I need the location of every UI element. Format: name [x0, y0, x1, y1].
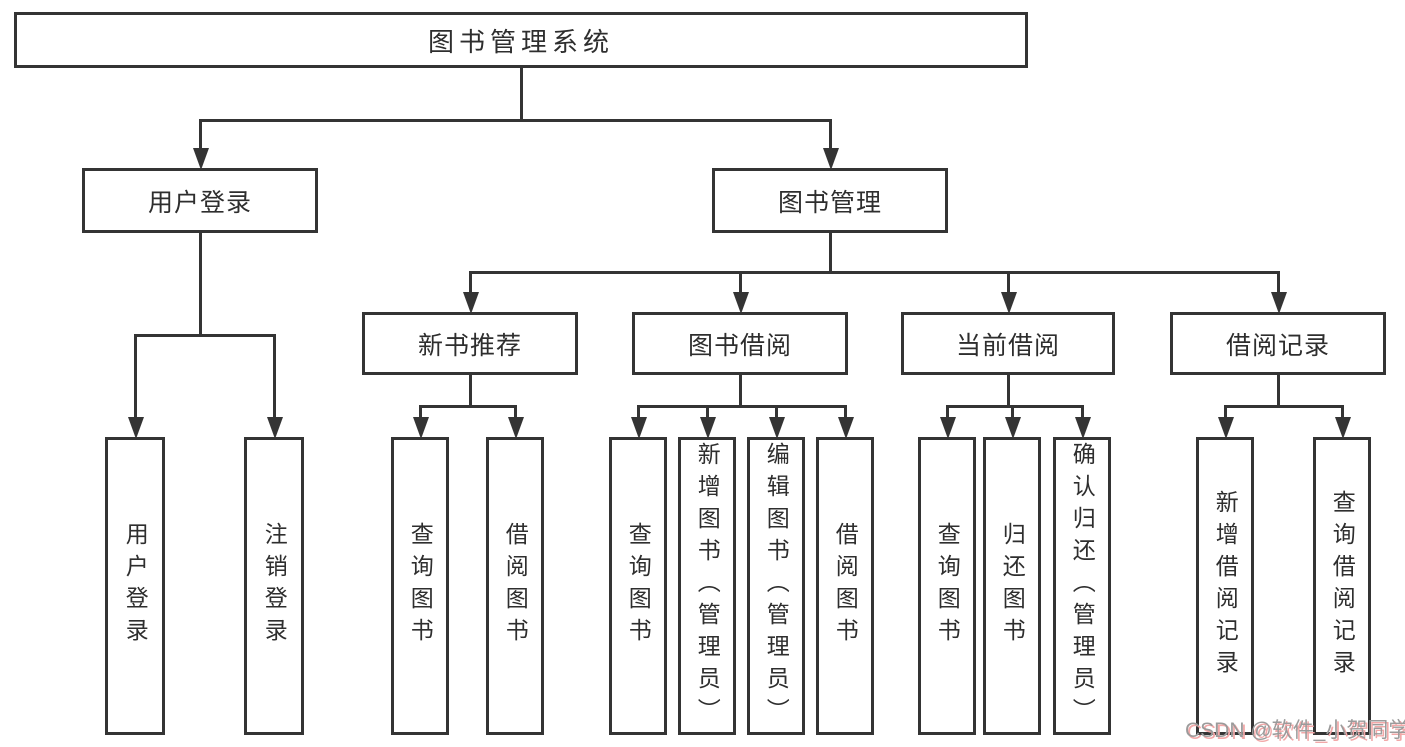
node-book-mgmt-label: 图书管理	[777, 188, 882, 217]
connector-line	[1224, 405, 1227, 419]
node-leaf-add-borrow-record-label: 新增借阅记录	[1212, 490, 1239, 682]
arrowhead-down-icon	[1001, 292, 1017, 314]
connector-line	[1007, 375, 1010, 408]
node-leaf-edit-books-admin: 编辑图书（管理员）	[747, 437, 805, 735]
node-leaf-borrow-books-2: 借阅图书	[816, 437, 874, 735]
node-leaf-logout: 注销登录	[244, 437, 304, 735]
connector-line	[1224, 405, 1344, 408]
node-leaf-edit-books-admin-label: 编辑图书（管理员）	[763, 442, 790, 730]
connector-line	[134, 334, 276, 337]
node-leaf-return-books: 归还图书	[983, 437, 1041, 735]
node-book-borrow: 图书借阅	[632, 312, 848, 375]
node-library-system-label: 图书管理系统	[427, 26, 614, 57]
connector-line	[946, 405, 949, 419]
node-current-borrow-label: 当前借阅	[955, 331, 1060, 360]
arrowhead-down-icon	[838, 417, 854, 439]
arrowhead-down-icon	[1218, 417, 1234, 439]
connector-line	[1277, 271, 1280, 294]
node-library-system: 图书管理系统	[14, 12, 1028, 68]
connector-line	[739, 271, 742, 294]
arrowhead-down-icon	[128, 417, 144, 439]
connector-line	[134, 334, 137, 420]
node-new-book-recommend: 新书推荐	[362, 312, 578, 375]
node-leaf-confirm-return-admin-label: 确认归还（管理员）	[1069, 442, 1096, 730]
node-book-mgmt: 图书管理	[712, 168, 948, 233]
connector-line	[273, 334, 276, 420]
node-book-borrow-label: 图书借阅	[687, 331, 792, 360]
arrowhead-down-icon	[1005, 417, 1021, 439]
connector-line	[199, 233, 202, 336]
connector-line	[199, 119, 832, 122]
connector-line	[419, 405, 517, 408]
node-leaf-borrow-books-2-label: 借阅图书	[832, 522, 859, 650]
connector-line	[514, 405, 517, 419]
connector-line	[1011, 405, 1014, 419]
arrowhead-down-icon	[193, 148, 209, 170]
node-user-login: 用户登录	[82, 168, 318, 233]
arrowhead-down-icon	[1075, 417, 1091, 439]
connector-line	[469, 375, 472, 408]
arrowhead-down-icon	[413, 417, 429, 439]
node-leaf-confirm-return-admin: 确认归还（管理员）	[1053, 437, 1111, 735]
connector-line	[637, 405, 640, 419]
arrowhead-down-icon	[700, 417, 716, 439]
connector-line	[469, 271, 1280, 274]
node-current-borrow: 当前借阅	[901, 312, 1115, 375]
arrowhead-down-icon	[463, 292, 479, 314]
arrowhead-down-icon	[508, 417, 524, 439]
arrowhead-down-icon	[267, 417, 283, 439]
connector-line	[1081, 405, 1084, 419]
node-leaf-logout-label: 注销登录	[261, 522, 288, 650]
arrowhead-down-icon	[1335, 417, 1351, 439]
node-new-book-recommend-label: 新书推荐	[417, 331, 522, 360]
connector-line	[1341, 405, 1344, 419]
arrowhead-down-icon	[733, 292, 749, 314]
arrowhead-down-icon	[631, 417, 647, 439]
arrowhead-down-icon	[940, 417, 956, 439]
arrowhead-down-icon	[823, 148, 839, 170]
node-leaf-add-borrow-record: 新增借阅记录	[1196, 437, 1254, 735]
connector-line	[1277, 375, 1280, 408]
connector-line	[946, 405, 1084, 408]
connector-line	[829, 119, 832, 150]
node-borrow-records: 借阅记录	[1170, 312, 1386, 375]
connector-line	[706, 405, 709, 419]
node-leaf-query-books-3: 查询图书	[918, 437, 976, 735]
connector-line	[739, 375, 742, 408]
connector-line	[520, 68, 523, 120]
node-borrow-records-label: 借阅记录	[1225, 331, 1330, 360]
watermark: CSDN @软件_小贺同学	[1185, 719, 1405, 742]
connector-line	[829, 233, 832, 274]
connector-line	[1007, 271, 1010, 294]
connector-line	[469, 271, 472, 294]
arrowhead-down-icon	[769, 417, 785, 439]
node-leaf-query-books-1: 查询图书	[391, 437, 449, 735]
node-leaf-borrow-books-1-label: 借阅图书	[502, 522, 529, 650]
node-leaf-query-books-3-label: 查询图书	[934, 522, 961, 650]
node-leaf-user-login: 用户登录	[105, 437, 165, 735]
connector-line	[419, 405, 422, 419]
arrowhead-down-icon	[1271, 292, 1287, 314]
node-leaf-query-borrow-record-label: 查询借阅记录	[1329, 490, 1356, 682]
node-leaf-user-login-label: 用户登录	[122, 522, 149, 650]
node-leaf-borrow-books-1: 借阅图书	[486, 437, 544, 735]
node-leaf-add-books-admin-label: 新增图书（管理员）	[694, 442, 721, 730]
node-leaf-query-books-2: 查询图书	[609, 437, 667, 735]
connector-line	[199, 119, 202, 150]
connector-line	[775, 405, 778, 419]
node-leaf-return-books-label: 归还图书	[999, 522, 1026, 650]
node-leaf-query-books-1-label: 查询图书	[407, 522, 434, 650]
node-user-login-label: 用户登录	[147, 188, 252, 217]
connector-line	[637, 405, 847, 408]
node-leaf-query-borrow-record: 查询借阅记录	[1313, 437, 1371, 735]
node-leaf-add-books-admin: 新增图书（管理员）	[678, 437, 736, 735]
node-leaf-query-books-2-label: 查询图书	[625, 522, 652, 650]
connector-line	[844, 405, 847, 419]
